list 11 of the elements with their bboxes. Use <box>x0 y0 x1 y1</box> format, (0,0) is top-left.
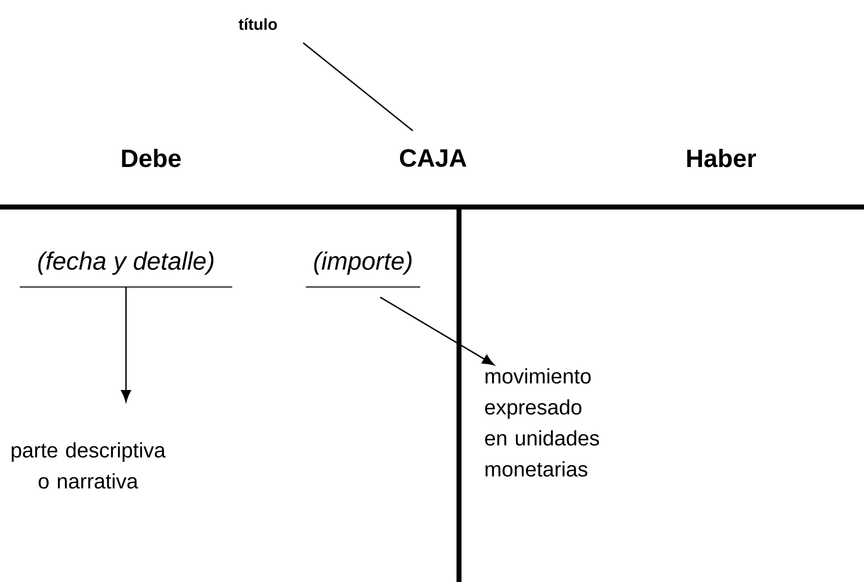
account-title: CAJA <box>400 149 466 167</box>
column-heading: Haber <box>687 148 756 168</box>
description-text: movimiento expresado en unidades monetarias <box>485 368 599 477</box>
underlined-text: (importe) <box>305 252 421 288</box>
leader-line <box>302 42 414 132</box>
column-heading: Debe <box>122 148 181 168</box>
arrow <box>121 287 131 402</box>
underlined-text: (fecha y detalle) <box>19 252 233 288</box>
arrow <box>380 296 494 366</box>
description-text: parte descriptiva o narrativa <box>12 442 166 489</box>
title-text: título <box>238 18 277 30</box>
